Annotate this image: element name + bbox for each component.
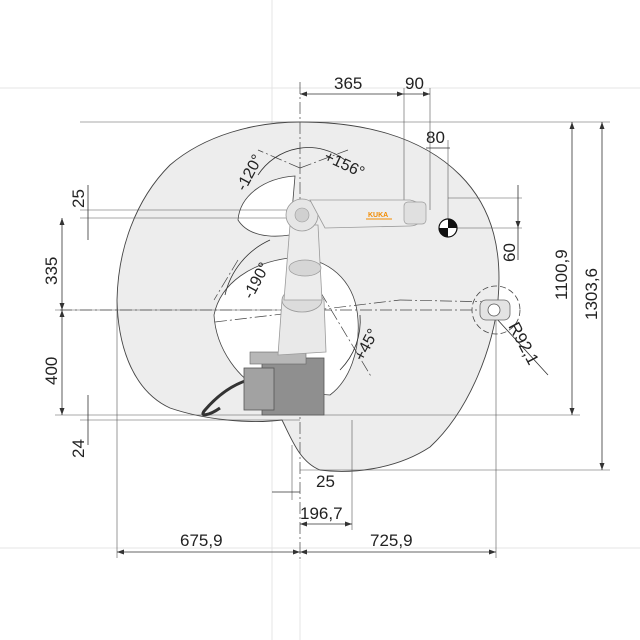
robot-illustration: KUKA xyxy=(201,198,427,417)
dim-25-bottom: 25 xyxy=(316,472,335,491)
wrist-flange-detail xyxy=(471,285,521,335)
dim-365: 365 xyxy=(334,74,362,93)
dim-r92-1: R92,1 xyxy=(504,319,542,368)
dim-60: 60 xyxy=(500,243,519,262)
dimension-arrowheads xyxy=(59,91,605,555)
dim-400: 400 xyxy=(42,357,61,385)
dim-1303-6: 1303,6 xyxy=(582,268,601,320)
rotation-arcs xyxy=(224,147,361,371)
dim-725-9: 725,9 xyxy=(370,531,413,550)
dim-24: 24 xyxy=(69,439,88,458)
tcp-target-icon xyxy=(438,218,458,238)
dim-80: 80 xyxy=(426,128,445,147)
dim-90: 90 xyxy=(405,74,424,93)
dim-196-7: 196,7 xyxy=(300,504,343,523)
robot-brand-label: KUKA xyxy=(368,212,388,219)
dimension-lines xyxy=(61,93,603,553)
dim-675-9: 675,9 xyxy=(180,531,223,550)
axis3-clearance-lobe xyxy=(237,175,296,237)
dim-335: 335 xyxy=(42,257,61,285)
dim-1100-9: 1100,9 xyxy=(552,249,571,300)
dim-25-top: 25 xyxy=(69,189,88,208)
